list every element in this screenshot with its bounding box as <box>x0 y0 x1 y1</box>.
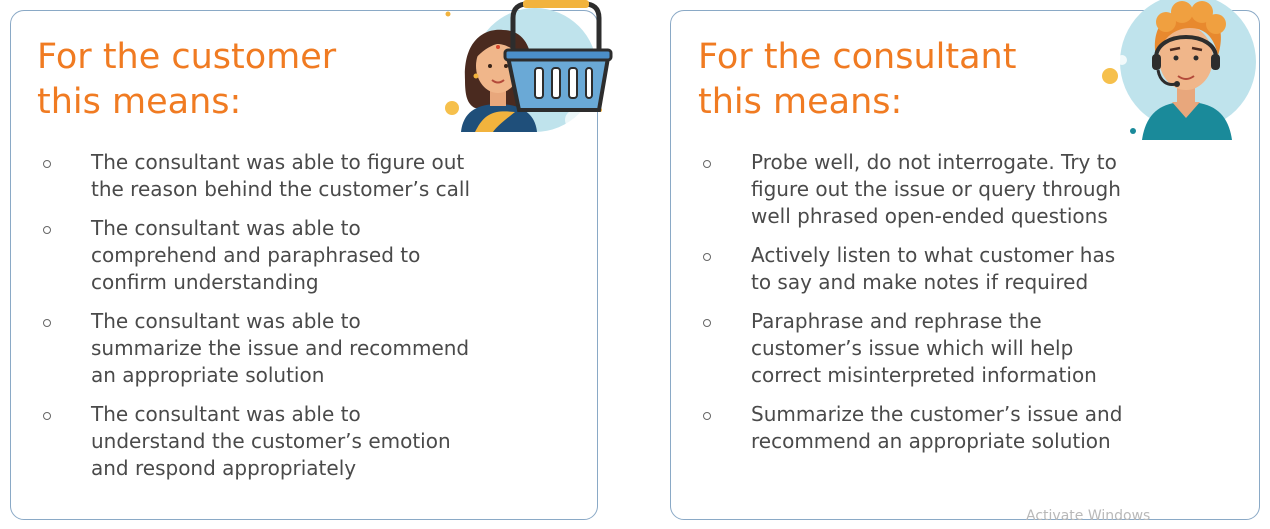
customer-title-line2: this means: <box>37 82 242 122</box>
consultant-title-line2: this means: <box>698 82 903 122</box>
bullet-line: Actively listen to what customer has <box>751 243 1116 267</box>
bullet-line: customer’s issue which will help <box>751 336 1074 360</box>
bullet-line: recommend an appropriate solution <box>751 429 1111 453</box>
bullet-line: Paraphrase and rephrase the <box>751 309 1042 333</box>
bullet-circle-icon <box>43 226 51 234</box>
bullet-circle-icon <box>703 160 711 168</box>
list-item: Summarize the customer’s issue and recom… <box>703 401 1248 455</box>
list-item: The consultant was able to comprehend an… <box>43 215 583 296</box>
bullet-line: figure out the issue or query through <box>751 177 1121 201</box>
customer-card-title: For the customer this means: <box>37 35 336 125</box>
customer-bullet-list: The consultant was able to figure out th… <box>43 149 583 494</box>
bullet-circle-icon <box>703 253 711 261</box>
list-item: The consultant was able to understand th… <box>43 401 583 482</box>
bullet-line: The consultant was able to <box>91 402 361 426</box>
bullet-line: to say and make notes if required <box>751 270 1089 294</box>
support-agent-headset-icon <box>1102 0 1256 140</box>
consultant-title-line1: For the consultant <box>698 37 1017 77</box>
list-item: Actively listen to what customer has to … <box>703 242 1248 296</box>
bullet-line: comprehend and paraphrased to <box>91 243 421 267</box>
bullet-line: the reason behind the customer’s call <box>91 177 471 201</box>
bullet-circle-icon <box>703 319 711 327</box>
bullet-line: summarize the issue and recommend <box>91 336 470 360</box>
bullet-line: an appropriate solution <box>91 363 325 387</box>
list-item: Probe well, do not interrogate. Try to f… <box>703 149 1248 230</box>
bullet-circle-icon <box>703 412 711 420</box>
consultant-card-title: For the consultant this means: <box>698 35 1016 125</box>
bullet-circle-icon <box>43 319 51 327</box>
consultant-bullet-list: Probe well, do not interrogate. Try to f… <box>703 149 1248 467</box>
customer-title-line1: For the customer <box>37 37 337 77</box>
bullet-line: Probe well, do not interrogate. Try to <box>751 150 1117 174</box>
bullet-line: and respond appropriately <box>91 456 357 480</box>
list-item: Paraphrase and rephrase the customer’s i… <box>703 308 1248 389</box>
bullet-circle-icon <box>43 160 51 168</box>
list-item: The consultant was able to summarize the… <box>43 308 583 389</box>
list-item: The consultant was able to figure out th… <box>43 149 583 203</box>
shopper-with-basket-icon <box>445 0 613 132</box>
activate-windows-watermark: Activate Windows <box>1026 508 1151 524</box>
bullet-line: The consultant was able to <box>91 309 361 333</box>
bullet-line: correct misinterpreted information <box>751 363 1097 387</box>
bullet-line: Summarize the customer’s issue and <box>751 402 1123 426</box>
bullet-line: The consultant was able to <box>91 216 361 240</box>
bullet-line: well phrased open-ended questions <box>751 204 1108 228</box>
bullet-circle-icon <box>43 412 51 420</box>
bullet-line: confirm understanding <box>91 270 319 294</box>
bullet-line: understand the customer’s emotion <box>91 429 451 453</box>
bullet-line: The consultant was able to figure out <box>91 150 465 174</box>
